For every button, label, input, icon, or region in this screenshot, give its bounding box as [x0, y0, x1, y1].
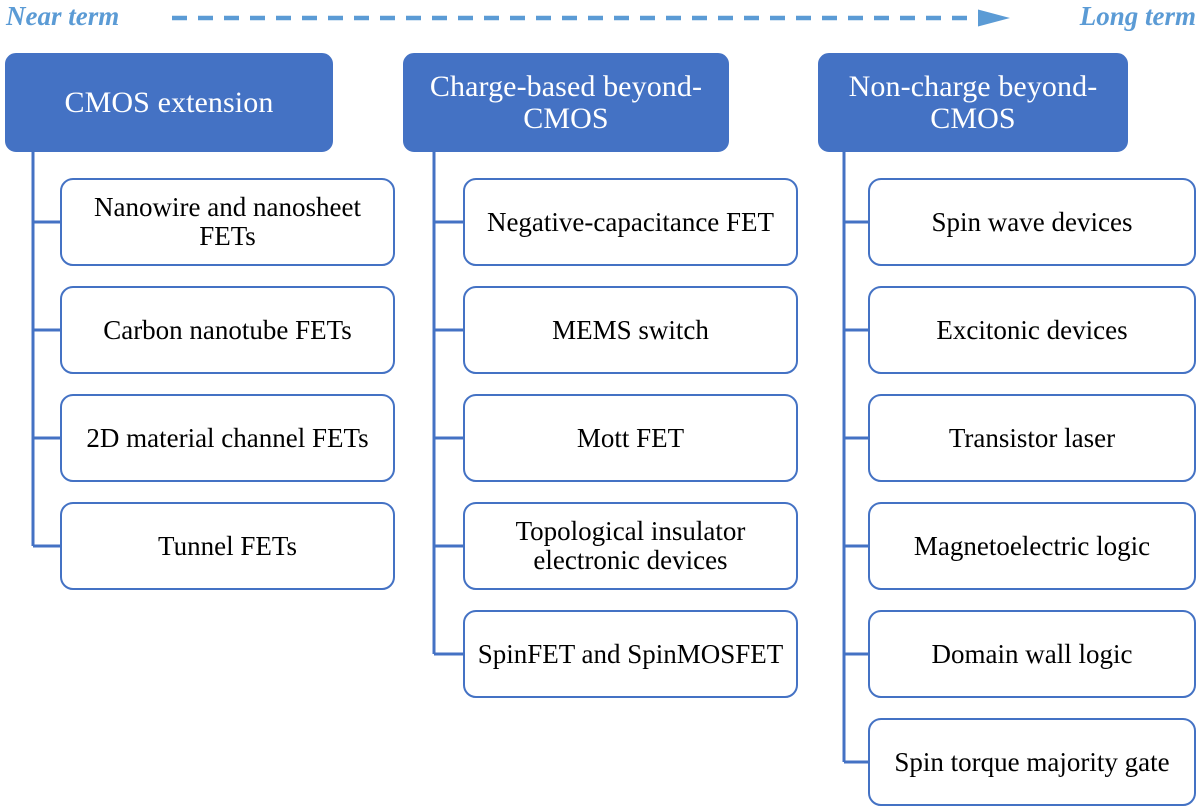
leaf-box-mott-fet[interactable]: Mott FET — [463, 394, 798, 482]
leaf-label: Spin wave devices — [931, 206, 1133, 237]
leaf-label: 2D material channel FETs — [86, 422, 369, 453]
leaf-box-negative-capacitance-fet[interactable]: Negative-capacitance FET — [463, 178, 798, 266]
leaf-label: Carbon nanotube FETs — [103, 314, 352, 345]
leaf-box-excitonic-devices[interactable]: Excitonic devices — [868, 286, 1196, 374]
near-term-label: Near term — [6, 1, 120, 31]
leaf-label: MEMS switch — [552, 314, 709, 345]
timeline-arrow-icon — [172, 9, 1010, 27]
leaf-box-transistor-laser[interactable]: Transistor laser — [868, 394, 1196, 482]
leaf-label: Mott FET — [576, 422, 685, 453]
leaf-box-tunnel-fets[interactable]: Tunnel FETs — [60, 502, 395, 590]
leaf-box-carbon-nanotube-fets[interactable]: Carbon nanotube FETs — [60, 286, 395, 374]
leaf-box-topological-insulator-electronic-devices[interactable]: Topological insulator electronic devices — [463, 502, 798, 590]
leaf-label: Excitonic devices — [936, 314, 1128, 345]
long-term-label: Long term — [1079, 1, 1196, 31]
leaf-label: Domain wall logic — [931, 638, 1133, 669]
leaf-label: Transistor laser — [948, 422, 1116, 453]
leaf-label: Tunnel FETs — [158, 530, 297, 561]
group-header-cmos-extension[interactable]: CMOS extension — [5, 53, 333, 152]
leaf-label: Negative-capacitance FET — [486, 206, 775, 237]
leaf-box-spin-torque-majority-gate[interactable]: Spin torque majority gate — [868, 718, 1196, 806]
leaf-box-mems-switch[interactable]: MEMS switch — [463, 286, 798, 374]
group-header-label: Charge-based beyond-CMOS — [429, 70, 703, 135]
leaf-label: Spin torque majority gate — [894, 746, 1170, 777]
leaf-box-spin-wave-devices[interactable]: Spin wave devices — [868, 178, 1196, 266]
leaf-box-2d-material-channel-fets[interactable]: 2D material channel FETs — [60, 394, 395, 482]
leaf-label: Topological insulator electronic devices — [515, 516, 746, 575]
leaf-box-spinfet-and-spinmosfet[interactable]: SpinFET and SpinMOSFET — [463, 610, 798, 698]
leaf-box-domain-wall-logic[interactable]: Domain wall logic — [868, 610, 1196, 698]
leaf-box-nanowire-and-nanosheet-fets[interactable]: Nanowire and nanosheet FETs — [60, 178, 395, 266]
leaf-label: SpinFET and SpinMOSFET — [477, 638, 784, 669]
leaf-box-magnetoelectric-logic[interactable]: Magnetoelectric logic — [868, 502, 1196, 590]
timeline-header: Near term Long term — [0, 0, 1200, 36]
group-header-charge-based-beyond-cmos[interactable]: Charge-based beyond-CMOS — [403, 53, 729, 152]
leaf-label: Magnetoelectric logic — [913, 530, 1151, 561]
group-header-non-charge-beyond-cmos[interactable]: Non-charge beyond-CMOS — [818, 53, 1128, 152]
leaf-label: Nanowire and nanosheet FETs — [94, 192, 361, 251]
group-header-label: Non-charge beyond-CMOS — [848, 70, 1098, 135]
